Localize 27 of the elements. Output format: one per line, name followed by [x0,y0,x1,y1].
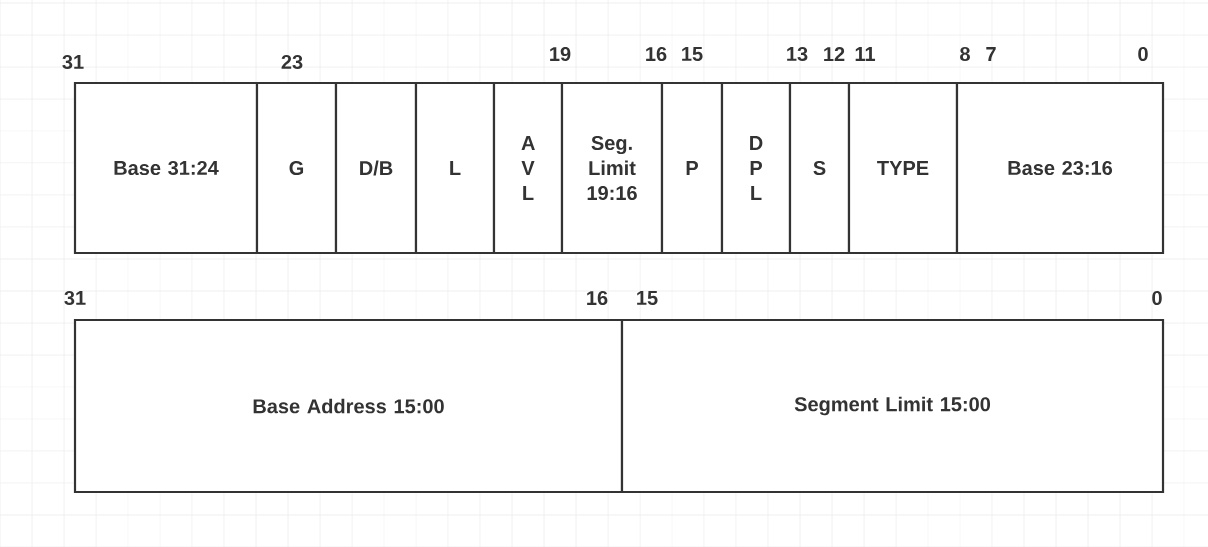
field-box: L [414,81,496,255]
field-box: Base Address 15:00 [73,318,624,494]
bit-number: 31 [64,290,86,306]
field-box: S [788,81,851,255]
bit-number: 0 [1138,46,1148,62]
field-box: A V L [492,81,564,255]
bit-number: 23 [281,54,303,70]
field-box: Base 23:16 [955,81,1165,255]
field-box: G [255,81,338,255]
bit-number: 12 [824,47,845,61]
bit-number: 11 [855,47,876,61]
field-box: Segment Limit 15:00 [620,318,1165,494]
bit-number: 16 [587,290,608,306]
field-box: TYPE [847,81,959,255]
bit-number: 31 [62,54,84,70]
bit-number: 15 [637,291,658,305]
bit-number: 8 [960,46,970,62]
bit-number: 15 [682,47,703,61]
field-box: D/B [334,81,418,255]
bit-number: 19 [550,46,571,62]
field-box: Seg. Limit 19:16 [560,81,664,255]
bit-number: 0 [1152,290,1162,306]
field-box: P [660,81,724,255]
bit-number: 13 [787,46,808,62]
field-box: D P L [720,81,792,255]
bit-number: 16 [646,46,667,62]
bit-number: 7 [986,47,996,61]
